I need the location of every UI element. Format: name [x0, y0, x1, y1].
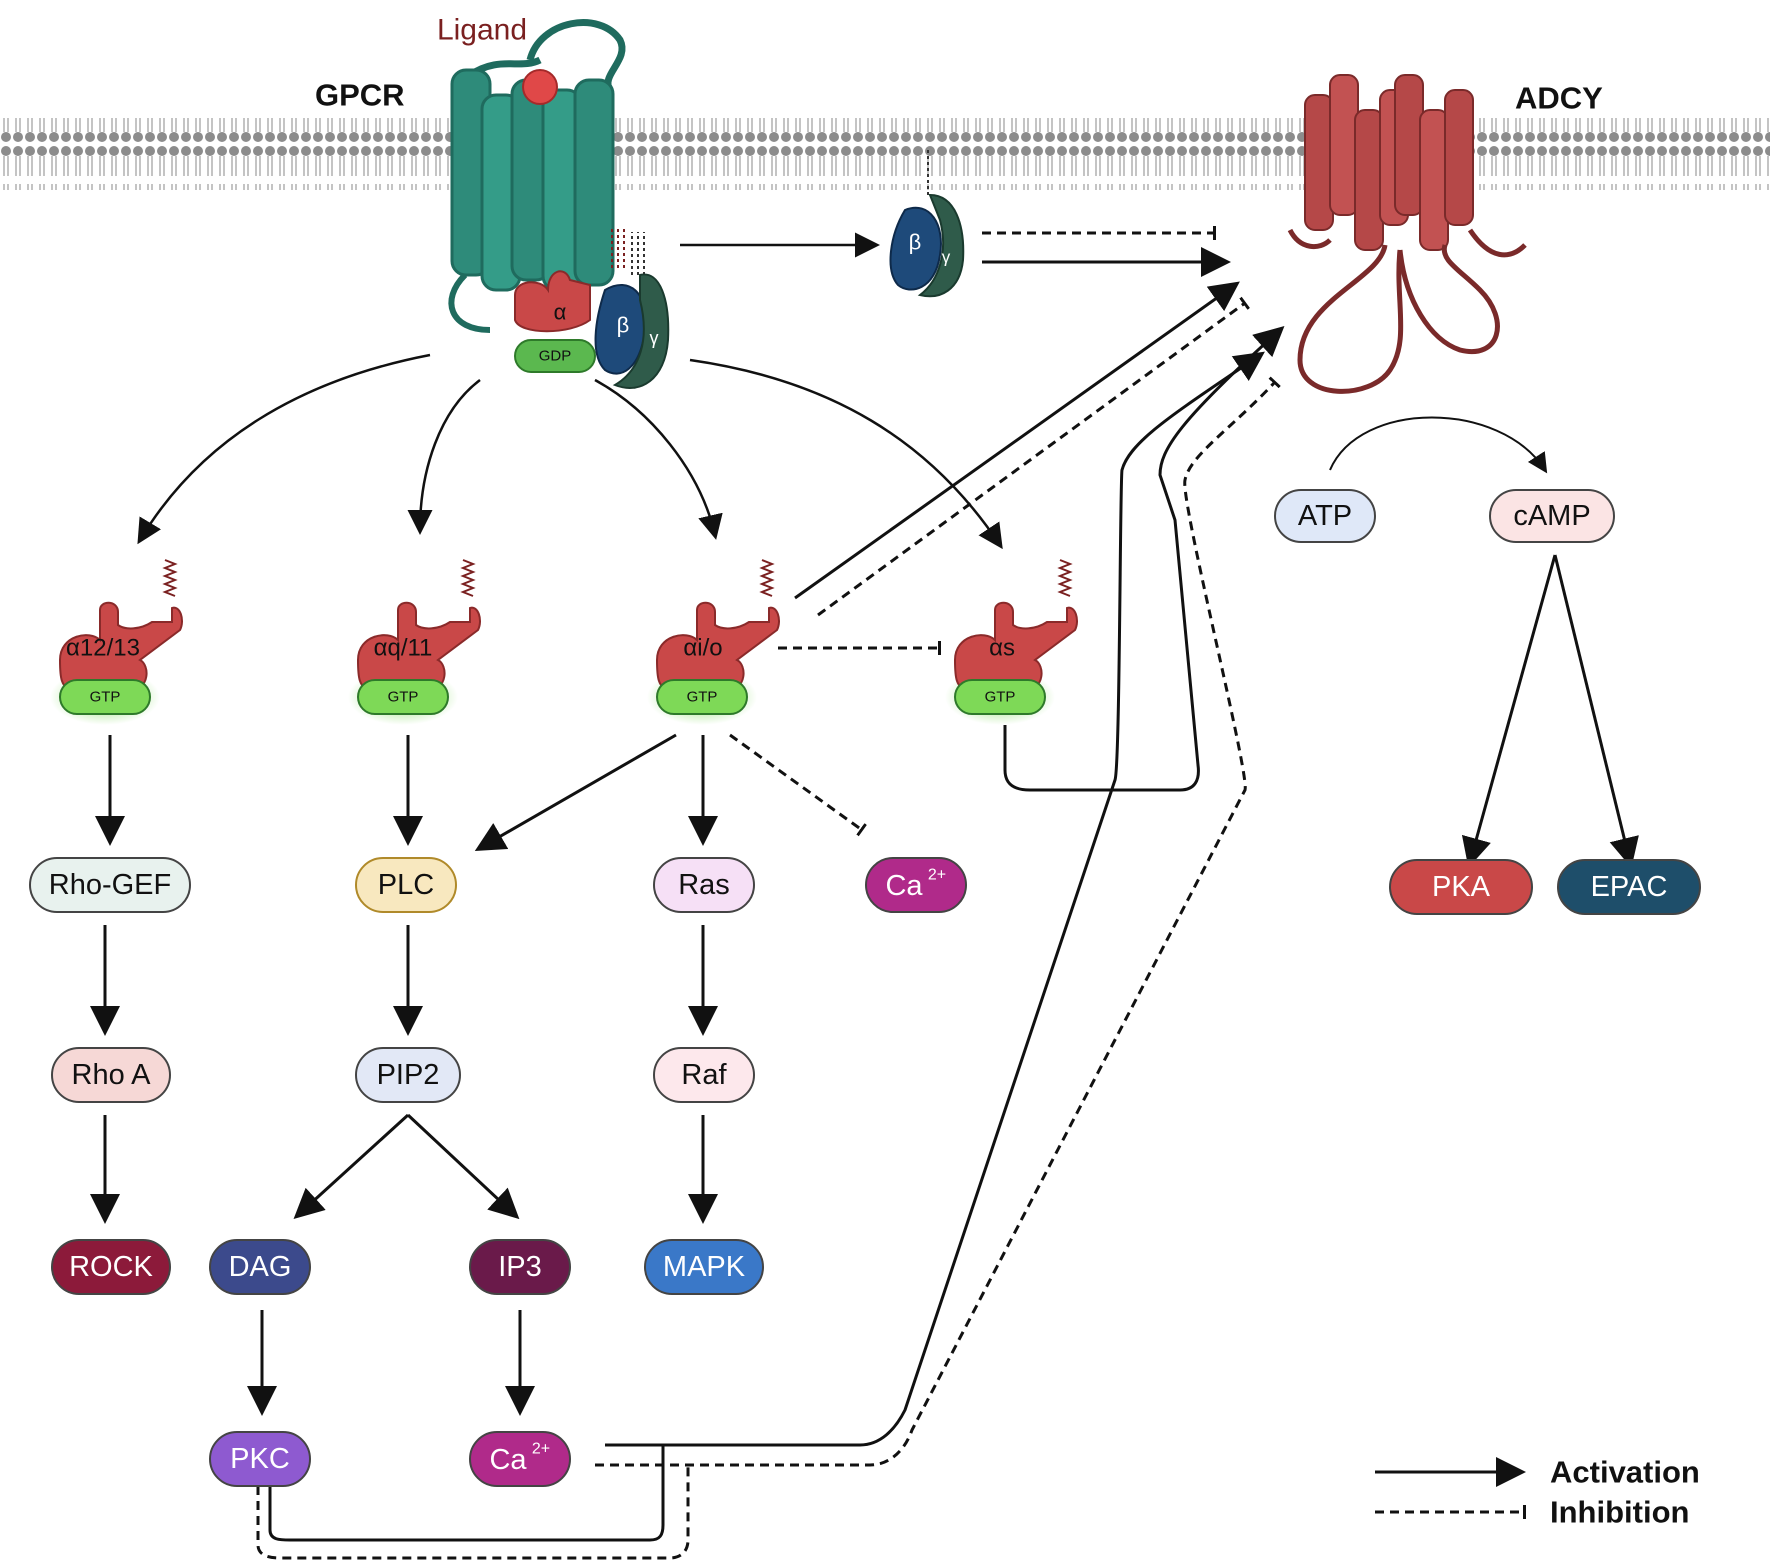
ligand-icon	[522, 69, 558, 105]
node-plc-label: PLC	[378, 869, 434, 901]
galpha-a1213	[50, 559, 183, 725]
node-camp-label: cAMP	[1513, 500, 1590, 532]
activate-pkc-ca-adcy	[268, 355, 1260, 1542]
node-epac-label: EPAC	[1591, 871, 1668, 903]
arrow-camp-pka	[1461, 554, 1557, 868]
beta-subunit	[594, 284, 647, 375]
beta-label: β	[617, 313, 630, 338]
node-pka	[1389, 859, 1533, 915]
free-beta-label: β	[909, 230, 922, 255]
node-raf	[653, 1047, 755, 1103]
legend-inhibition-label: Inhibition	[1550, 1495, 1689, 1530]
node-ip3	[469, 1239, 571, 1295]
node-pkc	[209, 1431, 311, 1487]
node-dag-label: DAG	[229, 1251, 292, 1283]
node-mapk	[644, 1239, 764, 1295]
node-ca-main	[469, 1431, 571, 1487]
gdp-label: GDP	[539, 348, 572, 365]
node-pkc-label: PKC	[230, 1443, 290, 1475]
arrow-pip2-dag	[293, 1113, 410, 1220]
node-camp	[1489, 489, 1615, 543]
galpha-as	[945, 559, 1078, 725]
node-pip2-label: PIP2	[377, 1059, 440, 1091]
node-rhogef-label: Rho-GEF	[49, 869, 171, 901]
galpha-aq11	[348, 559, 481, 725]
node-rock-label: ROCK	[69, 1251, 153, 1283]
node-ca-main-label: Ca	[489, 1444, 527, 1476]
gamma-subunit	[612, 273, 670, 389]
gdp-badge	[514, 339, 596, 373]
node-ip3-label: IP3	[498, 1251, 542, 1283]
node-ca-side	[865, 857, 967, 913]
gpcr-branch-arrows	[137, 353, 1003, 550]
node-rhoa-label: Rho A	[72, 1059, 152, 1091]
adcy-label: ADCY	[1515, 81, 1603, 116]
gtp-label-aio: GTP	[687, 689, 718, 706]
inhibit-aio-ca	[729, 733, 867, 837]
node-rhogef	[29, 857, 191, 913]
gpcr-label: GPCR	[315, 78, 405, 113]
activate-aio-adcy	[794, 281, 1240, 600]
cell-membrane	[0, 118, 1770, 190]
node-plc	[355, 857, 457, 913]
free-beta-gamma	[889, 150, 965, 298]
node-pip2	[355, 1047, 461, 1103]
node-ca-side-label: Ca	[885, 870, 923, 902]
g-protein-trimer	[514, 228, 670, 389]
ligand-label: Ligand	[437, 14, 527, 47]
arrow-pip2-ip3	[406, 1113, 520, 1220]
node-rock	[51, 1239, 171, 1295]
gamma-label: γ	[650, 328, 659, 348]
gtp-label-aq11: GTP	[388, 689, 419, 706]
node-rhoa	[51, 1047, 171, 1103]
node-ras-label: Ras	[678, 869, 730, 901]
node-atp-label: ATP	[1298, 500, 1352, 532]
galpha-as-label: αs	[989, 635, 1015, 662]
gtp-label-as: GTP	[985, 689, 1016, 706]
inhibit-pkc-ca-adcy	[256, 382, 1275, 1560]
node-pka-label: PKA	[1432, 871, 1491, 903]
node-dag	[209, 1239, 311, 1295]
activate-as-adcy	[1003, 325, 1285, 792]
gtp-label-a1213: GTP	[90, 689, 121, 706]
node-ras	[653, 857, 755, 913]
arrow-aio-plc	[474, 733, 677, 851]
galpha-a1213-label: α12/13	[66, 635, 140, 662]
node-ca-main-sup: 2+	[532, 1441, 550, 1458]
legend-activation-label: Activation	[1550, 1455, 1700, 1490]
arrow-atp-camp	[1329, 416, 1548, 474]
node-mapk-label: MAPK	[663, 1251, 746, 1283]
free-gamma-label: γ	[942, 248, 951, 267]
galpha-aio	[647, 559, 780, 725]
inhibit-aio-adcy	[817, 296, 1250, 617]
node-ca-side-sup: 2+	[928, 867, 946, 884]
galpha-aio-label: αi/o	[683, 635, 722, 662]
arrow-camp-epac	[1553, 554, 1639, 868]
adcy-enzyme	[1287, 74, 1527, 394]
alpha-label: α	[554, 300, 567, 325]
node-raf-label: Raf	[681, 1059, 727, 1091]
galpha-aq11-label: αq/11	[374, 635, 433, 662]
node-atp	[1274, 489, 1376, 543]
node-epac	[1557, 859, 1701, 915]
legend	[1375, 1457, 1526, 1519]
